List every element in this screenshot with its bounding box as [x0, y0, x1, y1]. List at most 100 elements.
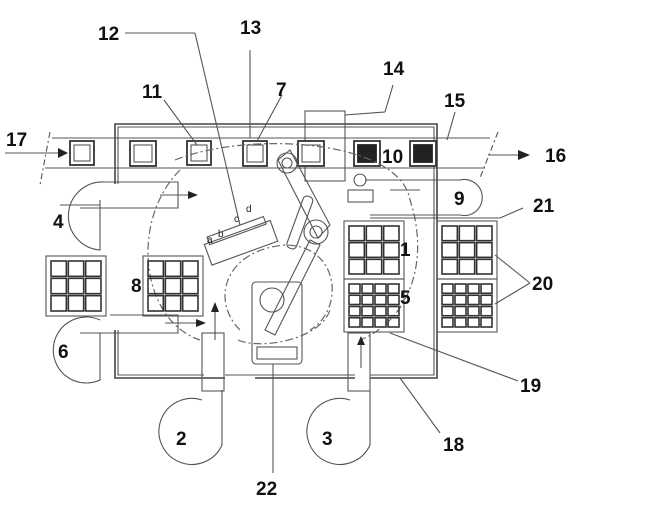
label-19: 19	[520, 376, 541, 397]
tray-cell	[467, 294, 480, 306]
label-14: 14	[383, 59, 405, 80]
tray-cell	[467, 316, 480, 328]
tray-cell	[458, 258, 476, 275]
tray-cell	[67, 277, 85, 295]
tray-cell	[374, 294, 387, 306]
tray-cell	[480, 294, 493, 306]
tray-cell	[475, 241, 493, 259]
workpiece-dark	[353, 140, 381, 167]
tray-cell	[348, 316, 361, 328]
robot-reach-inner	[224, 244, 333, 331]
tray-cell	[387, 283, 400, 295]
tray-cell	[382, 225, 400, 242]
tray-cell	[458, 225, 476, 242]
tray-cell	[164, 277, 182, 295]
tray-cell	[361, 294, 374, 306]
tray-cell	[181, 260, 199, 278]
cassette-letter-b: b	[218, 229, 224, 240]
tray-cell	[84, 260, 102, 278]
output-arrow	[488, 150, 530, 160]
tray-cell	[50, 260, 68, 278]
cell-enclosure	[114, 123, 438, 379]
tray-cell	[441, 225, 459, 242]
workpiece-light	[297, 140, 325, 167]
workpiece-light	[69, 140, 95, 166]
tray-cell	[454, 283, 467, 295]
workpiece-dark	[409, 140, 437, 167]
label-11: 11	[142, 82, 163, 103]
tray-cell	[441, 294, 454, 306]
tray-tray-20b	[436, 278, 498, 333]
tray-cell	[365, 241, 383, 259]
tray-cell	[67, 260, 85, 278]
tray-cell	[441, 283, 454, 295]
tray-left-1	[45, 255, 107, 317]
cell-enclosure-inner	[117, 126, 435, 376]
tray-cell	[84, 294, 102, 312]
tray-cell	[348, 241, 366, 259]
tray-cell	[348, 225, 366, 242]
feeder-3	[306, 332, 371, 465]
label-21: 21	[533, 196, 555, 217]
label-1: 1	[400, 240, 411, 261]
tray-cell	[475, 258, 493, 275]
tray-cell	[382, 258, 400, 275]
tray-cell	[164, 294, 182, 312]
tray-cell	[84, 277, 102, 295]
tray-cell	[365, 258, 383, 275]
tray-cell	[467, 305, 480, 317]
tray-cell	[441, 316, 454, 328]
tray-cell	[348, 294, 361, 306]
tray-cell	[387, 316, 400, 328]
cassette-letter-d: d	[246, 204, 252, 215]
label-18: 18	[443, 435, 464, 456]
tray-cell	[147, 277, 165, 295]
label-8: 8	[131, 276, 142, 297]
label-9: 9	[454, 189, 465, 210]
label-4: 4	[53, 212, 64, 233]
tray-cell	[387, 305, 400, 317]
cassette-12	[203, 215, 279, 266]
tray-cell	[374, 283, 387, 295]
robot-reach-outer	[147, 143, 419, 345]
tray-cell	[50, 294, 68, 312]
workpiece-light	[129, 140, 157, 167]
tray-cell	[480, 283, 493, 295]
tray-cell	[441, 258, 459, 275]
cassette-letter-c: c	[234, 214, 239, 225]
tray-cell	[441, 241, 459, 259]
tray-cell	[147, 294, 165, 312]
label-5: 5	[400, 288, 411, 309]
workpiece-light-7	[242, 140, 268, 167]
tray-cell	[361, 316, 374, 328]
label-3: 3	[322, 429, 333, 450]
tray-cell	[480, 305, 493, 317]
tray-cell	[458, 241, 476, 259]
label-20: 20	[532, 274, 553, 295]
label-17: 17	[6, 130, 27, 151]
tray-cell	[454, 305, 467, 317]
tray-cell	[382, 241, 400, 259]
cassette-letter-a: a	[207, 235, 213, 246]
tray-cell	[147, 260, 165, 278]
feeder-2	[158, 332, 225, 465]
tray-tray-20a	[436, 220, 498, 280]
tray-left-2	[142, 255, 204, 317]
tray-cell	[374, 305, 387, 317]
label-13: 13	[240, 18, 261, 39]
tray-cell	[164, 260, 182, 278]
tray-cell	[454, 294, 467, 306]
label-6: 6	[58, 342, 69, 363]
tray-tray-5	[343, 278, 405, 333]
tray-cell	[467, 283, 480, 295]
tray-cell	[348, 258, 366, 275]
tray-cell	[67, 294, 85, 312]
return-conveyor-9	[347, 173, 483, 217]
workpiece-light-11	[186, 140, 212, 166]
tray-tray-1	[343, 220, 405, 280]
label-10: 10	[382, 147, 403, 168]
label-22: 22	[256, 479, 277, 500]
tray-cell	[441, 305, 454, 317]
tray-cell	[454, 316, 467, 328]
